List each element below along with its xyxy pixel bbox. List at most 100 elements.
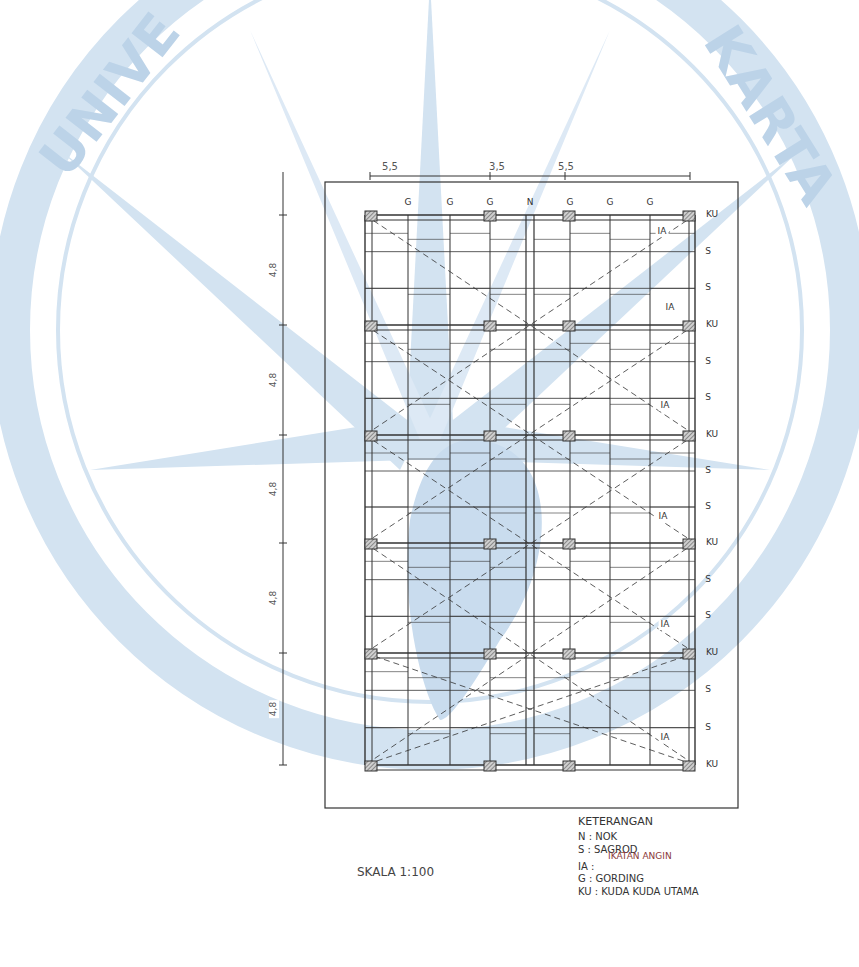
sagrod-tick — [570, 343, 610, 344]
sagrod-tick — [408, 622, 450, 623]
dimension-text: 4,8 — [269, 700, 279, 718]
dimension-tick — [279, 543, 287, 544]
sagrod-tick — [610, 239, 650, 240]
truss-line — [365, 548, 695, 549]
sagrod-tick — [570, 727, 610, 728]
purlin-line — [490, 215, 491, 765]
legend-text: G : GORDING — [578, 873, 644, 884]
dimension-text: 4,8 — [269, 480, 279, 498]
sagrod-tick — [450, 288, 490, 289]
column-block — [563, 431, 575, 441]
column-block — [563, 539, 575, 549]
sagrod-tick — [570, 507, 610, 508]
dimension-tick — [279, 653, 287, 654]
sagrod-tick — [610, 622, 650, 623]
dimension-text: 4,8 — [269, 589, 279, 607]
sagrod-tick — [490, 404, 526, 405]
sagrod-line — [365, 288, 695, 289]
sagrod-tick — [570, 233, 610, 234]
member-label: KU — [706, 320, 718, 330]
column-block — [365, 321, 377, 331]
truss-line — [365, 330, 695, 331]
member-label: IA — [659, 733, 672, 743]
member-label: S — [705, 357, 711, 367]
sagrod-tick — [408, 294, 450, 295]
member-label: G — [487, 198, 494, 208]
truss-line — [365, 542, 695, 544]
wind-bracing — [365, 215, 695, 435]
legend-text: KU : KUDA KUDA UTAMA — [578, 886, 699, 897]
dimension-text: 3,5 — [489, 161, 505, 172]
sagrod-tick — [408, 677, 450, 678]
sagrod-tick — [570, 561, 610, 562]
sagrod-tick — [610, 733, 650, 734]
sagrod-tick — [490, 733, 526, 734]
column-block — [563, 211, 575, 221]
member-label: G — [405, 198, 412, 208]
wind-bracing — [365, 543, 695, 765]
sagrod-tick — [365, 616, 408, 617]
sagrod-tick — [408, 567, 450, 568]
sagrod-tick — [450, 398, 490, 399]
sagrod-line — [365, 251, 695, 252]
roof-outline — [325, 182, 738, 808]
member-label: IA — [664, 303, 677, 313]
sagrod-tick — [570, 398, 610, 399]
sagrod-tick — [534, 459, 570, 460]
sagrod-tick — [490, 622, 526, 623]
member-label: S — [705, 685, 711, 695]
dimension-line — [370, 176, 690, 177]
purlin-line — [450, 215, 451, 765]
sagrod-tick — [570, 288, 610, 289]
dimension-text: 4,8 — [269, 261, 279, 279]
member-label: S — [705, 575, 711, 585]
roof-framing-plan — [279, 172, 738, 808]
column-block — [563, 649, 575, 659]
member-label: S — [705, 502, 711, 512]
column-block — [683, 539, 695, 549]
sagrod-line — [365, 727, 695, 728]
column-block — [365, 211, 377, 221]
member-label: KU — [706, 538, 718, 548]
purlin-line — [650, 215, 651, 765]
member-label: S — [705, 723, 711, 733]
watermark-logo — [10, 0, 850, 750]
sagrod-tick — [365, 561, 408, 562]
sagrod-tick — [570, 616, 610, 617]
member-label: G — [607, 198, 614, 208]
sagrod-line — [365, 507, 695, 508]
truss-line — [365, 652, 695, 654]
sagrod-tick — [650, 398, 695, 399]
sagrod-tick — [610, 513, 650, 514]
column-block — [365, 649, 377, 659]
member-label: N — [527, 198, 534, 208]
sagrod-tick — [490, 294, 526, 295]
truss-line — [365, 764, 695, 766]
wind-bracing — [365, 325, 695, 543]
purlin-line — [610, 215, 611, 765]
column-block — [484, 649, 496, 659]
sagrod-tick — [365, 453, 408, 454]
sagrod-tick — [534, 239, 570, 240]
sagrod-tick — [534, 294, 570, 295]
column-block — [484, 431, 496, 441]
sagrod-tick — [365, 671, 408, 672]
plan-edge — [694, 215, 695, 765]
sagrod-tick — [534, 404, 570, 405]
sagrod-line — [365, 690, 695, 691]
sagrod-tick — [365, 343, 408, 344]
sagrod-tick — [534, 567, 570, 568]
sagrod-tick — [450, 507, 490, 508]
dimension-tick — [690, 172, 691, 180]
sagrod-tick — [450, 343, 490, 344]
sagrod-tick — [365, 288, 408, 289]
plan-edge — [364, 215, 365, 765]
dimension-line — [283, 172, 284, 765]
member-label: G — [647, 198, 654, 208]
watermark-text: KARTA — [693, 16, 848, 215]
wind-bracing — [365, 435, 695, 653]
wind-bracing — [365, 543, 695, 765]
truss-line — [365, 770, 695, 771]
legend-text: IA : — [578, 861, 594, 872]
truss-line — [365, 214, 695, 216]
